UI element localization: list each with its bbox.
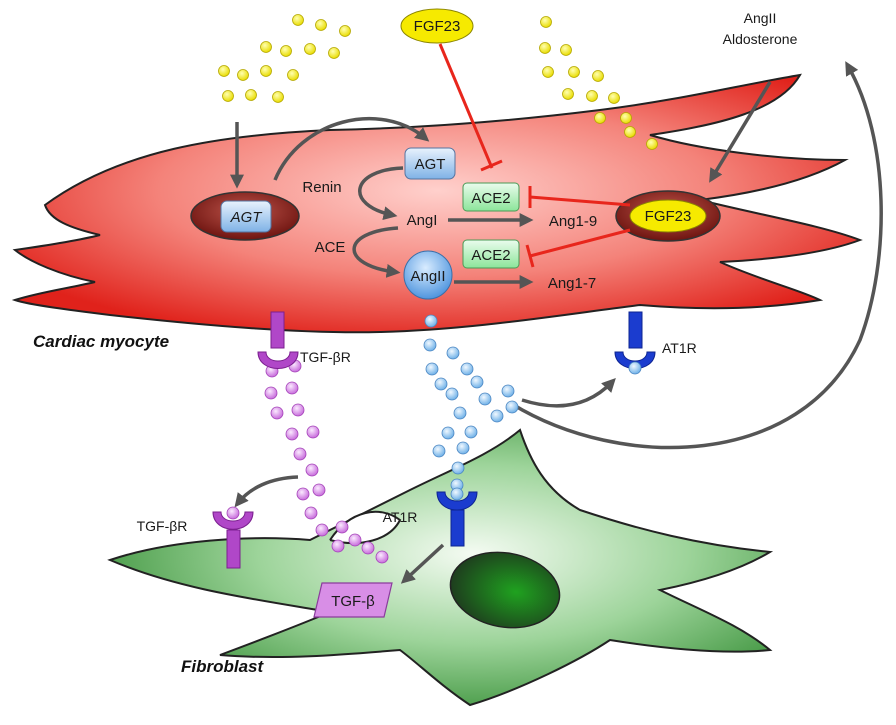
inhibit-fgf23-nucleus-to-ace2-upper	[529, 195, 631, 207]
ace2-upper-node: ACE2	[462, 182, 520, 212]
tgfbr-fibro-label: TGF-βR	[137, 518, 188, 534]
at1r-fibro-label: AT1R	[383, 509, 418, 525]
agt-protein-node: AGT	[404, 147, 456, 180]
ang1-9-label: Ang1-9	[549, 213, 597, 230]
inhibit-bar-lower	[525, 244, 535, 268]
angii-dots	[423, 314, 519, 492]
cardiac-myocyte-title: Cardiac myocyte	[33, 332, 169, 351]
at1r-myocyte-bound-ligand	[628, 361, 642, 375]
angii-node: AngII	[403, 250, 453, 300]
inhibit-fgf23-nucleus-to-ace2-lower	[529, 228, 631, 258]
tgfbr-fibro-receptor	[212, 511, 254, 569]
arrow-renin-agt-to-angi	[358, 166, 404, 221]
ace-label: ACE	[315, 239, 346, 256]
arrow-tgfb-dots-to-fibro-receptor	[234, 475, 299, 508]
arrow-ace-angi-to-angii	[352, 226, 401, 278]
fgf23-dots-right	[539, 16, 658, 150]
tgfb-label: TGF-β	[331, 593, 375, 610]
tgfb-node: TGF-β	[313, 582, 393, 618]
ang1-7-label: Ang1-7	[548, 275, 596, 292]
fgf23-dots-left	[218, 14, 351, 103]
agt-gene-label: AGT	[230, 209, 264, 226]
angii-aldosterone-line1: AngII	[744, 10, 777, 26]
fgf23-nucleus-node: FGF23	[629, 199, 707, 233]
fgf23-top-label: FGF23	[414, 18, 461, 35]
renin-label: Renin	[302, 179, 341, 196]
at1r-myocyte-receptor	[614, 311, 656, 369]
arrow-dots-to-at1r-myocyte	[521, 377, 616, 408]
angi-label: AngI	[407, 212, 438, 229]
inhibit-fgf23-top-bar	[480, 159, 503, 172]
arrow-feedback-to-aldosterone	[511, 61, 883, 450]
ace2-lower-node: ACE2	[462, 239, 520, 269]
angii-aldosterone-line2: Aldosterone	[723, 31, 798, 47]
fibroblast-cell	[107, 428, 774, 707]
tgfbr-myocyte-receptor	[257, 311, 299, 369]
angii-label: AngII	[410, 268, 445, 285]
ace2-upper-label: ACE2	[471, 190, 510, 207]
at1r-fibro-bound-ligand	[450, 487, 464, 501]
arrow-at1r-to-tgfb	[400, 543, 445, 584]
arrow-agt-gene-to-protein	[273, 116, 430, 181]
tgfbr-fibro-bound-ligand	[226, 506, 240, 520]
at1r-fibro-receptor	[436, 491, 478, 547]
inhibit-fgf23-top-to-ace2	[438, 43, 494, 169]
ace2-lower-label: ACE2	[471, 247, 510, 264]
fgf23-top-node: FGF23	[400, 8, 474, 44]
fibroblast-title: Fibroblast	[181, 657, 265, 676]
agt-gene-node: AGT	[220, 200, 272, 233]
arrow-aldosterone-to-fgf23	[709, 81, 772, 183]
at1r-myocyte-label: AT1R	[662, 340, 697, 356]
fibroblast-nucleus	[449, 551, 561, 629]
fgf23-nucleus-label: FGF23	[645, 208, 692, 225]
agt-protein-label: AGT	[415, 156, 446, 173]
tgfbr-myocyte-label: TGF-βR	[300, 349, 351, 365]
